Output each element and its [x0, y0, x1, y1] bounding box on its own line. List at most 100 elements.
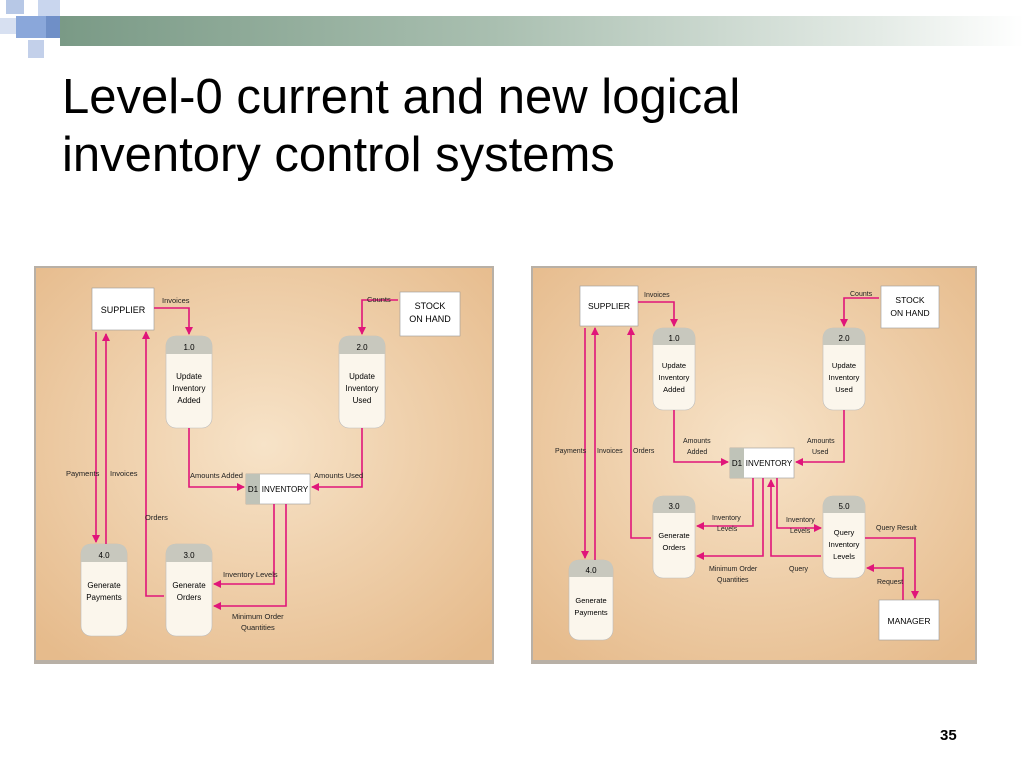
process-label-line2: Inventory [659, 373, 690, 382]
label-orders: Orders [145, 513, 168, 522]
label-amounts-used-line1: Amounts [807, 438, 835, 445]
process-3-0: 3.0 Generate Orders [165, 543, 213, 637]
store-id: D1 [732, 459, 743, 468]
process-4-0: 4.0 Generate Payments [568, 559, 614, 641]
process-id: 3.0 [668, 502, 680, 511]
current-dfd-svg: SUPPLIER STOCK ON HAND 1.0 Update Invent… [34, 266, 494, 664]
store-name: INVENTORY [262, 485, 309, 494]
process-id: 2.0 [356, 343, 368, 352]
inventory-data-store: D1 INVENTORY [245, 473, 311, 505]
flow-counts [840, 297, 879, 327]
header-gradient-bar [60, 16, 1024, 46]
supplier-entity [91, 287, 155, 331]
label-invoices-top: Invoices [162, 296, 190, 305]
flow-query [767, 479, 821, 557]
process-label-line2: Payments [574, 608, 608, 617]
flow-minimum-order-quantities [213, 504, 287, 610]
flow-inventory-levels-left [696, 478, 754, 530]
supplier-label: SUPPLIER [101, 305, 146, 315]
label-payments: Payments [555, 448, 587, 455]
label-min-order-line1: Minimum Order [232, 612, 284, 621]
process-id: 4.0 [585, 566, 597, 575]
process-label-line2: Orders [177, 593, 201, 602]
label-amounts-used-line2: Used [812, 449, 828, 456]
corner-square-1 [6, 0, 24, 14]
process-label-line1: Update [176, 372, 202, 381]
new-dfd-svg: SUPPLIER STOCK ON HAND MANAGER 1.0 Updat… [531, 266, 977, 664]
flow-amounts-used [311, 428, 363, 491]
label-query: Query [789, 566, 809, 573]
label-inv-levels-left-line2: Levels [717, 526, 738, 533]
supplier-label: SUPPLIER [588, 301, 630, 311]
supplier-entity [579, 285, 639, 327]
process-3-0: 3.0 Generate Orders [652, 495, 696, 579]
label-inv-levels-right-line2: Levels [790, 528, 811, 535]
process-id: 4.0 [98, 551, 110, 560]
label-amounts-added-line2: Added [687, 449, 707, 456]
label-invoices-side: Invoices [597, 448, 623, 455]
process-label-line1: Generate [172, 581, 206, 590]
flow-invoices-top [638, 301, 678, 327]
process-id: 3.0 [183, 551, 195, 560]
process-1-0: 1.0 Update Inventory Added [652, 327, 696, 411]
corner-square-4 [16, 16, 46, 38]
process-label-line2: Orders [663, 543, 686, 552]
label-counts: Counts [850, 291, 873, 298]
process-label-line2: Inventory [829, 373, 860, 382]
process-label-line1: Update [832, 361, 856, 370]
stock-label-line1: STOCK [415, 301, 446, 311]
process-1-0: 1.0 Update Inventory Added [165, 335, 213, 429]
flow-minimum-order-quantities [696, 478, 764, 560]
process-id: 1.0 [183, 343, 195, 352]
label-min-order-line1: Minimum Order [709, 566, 758, 573]
flow-request [866, 564, 904, 600]
process-id: 2.0 [838, 334, 850, 343]
label-orders: Orders [633, 448, 655, 455]
flow-inventory-levels [213, 504, 275, 588]
process-4-0: 4.0 Generate Payments [80, 543, 128, 637]
process-label-line2: Inventory [346, 384, 379, 393]
stock-label-line2: ON HAND [890, 308, 929, 318]
corner-square-3 [0, 18, 16, 34]
label-inv-levels-right-line1: Inventory [786, 517, 815, 524]
process-label-line2: Inventory [829, 540, 860, 549]
process-label-line2: Inventory [173, 384, 206, 393]
corner-square-5 [46, 16, 60, 38]
process-2-0: 2.0 Update Inventory Used [338, 335, 386, 429]
label-inventory-levels: Inventory Levels [223, 570, 278, 579]
manager-entity [878, 599, 940, 641]
label-amounts-used: Amounts Used [314, 471, 363, 480]
title-line-2: inventory control systems [62, 128, 615, 182]
stock-on-hand-entity [399, 291, 461, 337]
corner-square-6 [28, 40, 44, 58]
inventory-data-store: D1 INVENTORY [729, 447, 795, 479]
label-payments: Payments [66, 469, 100, 478]
flow-amounts-added [673, 410, 729, 466]
process-id: 1.0 [668, 334, 680, 343]
title-line-1: Level-0 current and new logical [62, 70, 741, 124]
slide-title: Level-0 current and new logical inventor… [62, 68, 962, 184]
label-min-order-line2: Quantities [717, 577, 749, 584]
process-label-line1: Query [834, 528, 855, 537]
process-label-line3: Added [663, 385, 685, 394]
process-label-line3: Used [353, 396, 372, 405]
process-label-line3: Levels [833, 552, 855, 561]
process-2-0: 2.0 Update Inventory Used [822, 327, 866, 411]
new-system-diagram: SUPPLIER STOCK ON HAND MANAGER 1.0 Updat… [531, 266, 977, 664]
stock-on-hand-entity [880, 285, 940, 329]
current-system-diagram: SUPPLIER STOCK ON HAND 1.0 Update Invent… [34, 266, 494, 664]
stock-label-line2: ON HAND [409, 314, 451, 324]
label-invoices-side: Invoices [110, 469, 138, 478]
process-label-line1: Update [349, 372, 375, 381]
manager-label: MANAGER [888, 616, 931, 626]
process-label-line2: Payments [86, 593, 122, 602]
label-request: Request [877, 579, 903, 586]
flow-amounts-used [795, 410, 845, 466]
store-id: D1 [248, 485, 259, 494]
label-invoices-top: Invoices [644, 292, 670, 299]
process-id: 5.0 [838, 502, 850, 511]
process-label-line3: Added [177, 396, 200, 405]
label-counts: Counts [367, 295, 391, 304]
process-5-0: 5.0 Query Inventory Levels [822, 495, 866, 579]
process-label-line3: Used [835, 385, 853, 394]
